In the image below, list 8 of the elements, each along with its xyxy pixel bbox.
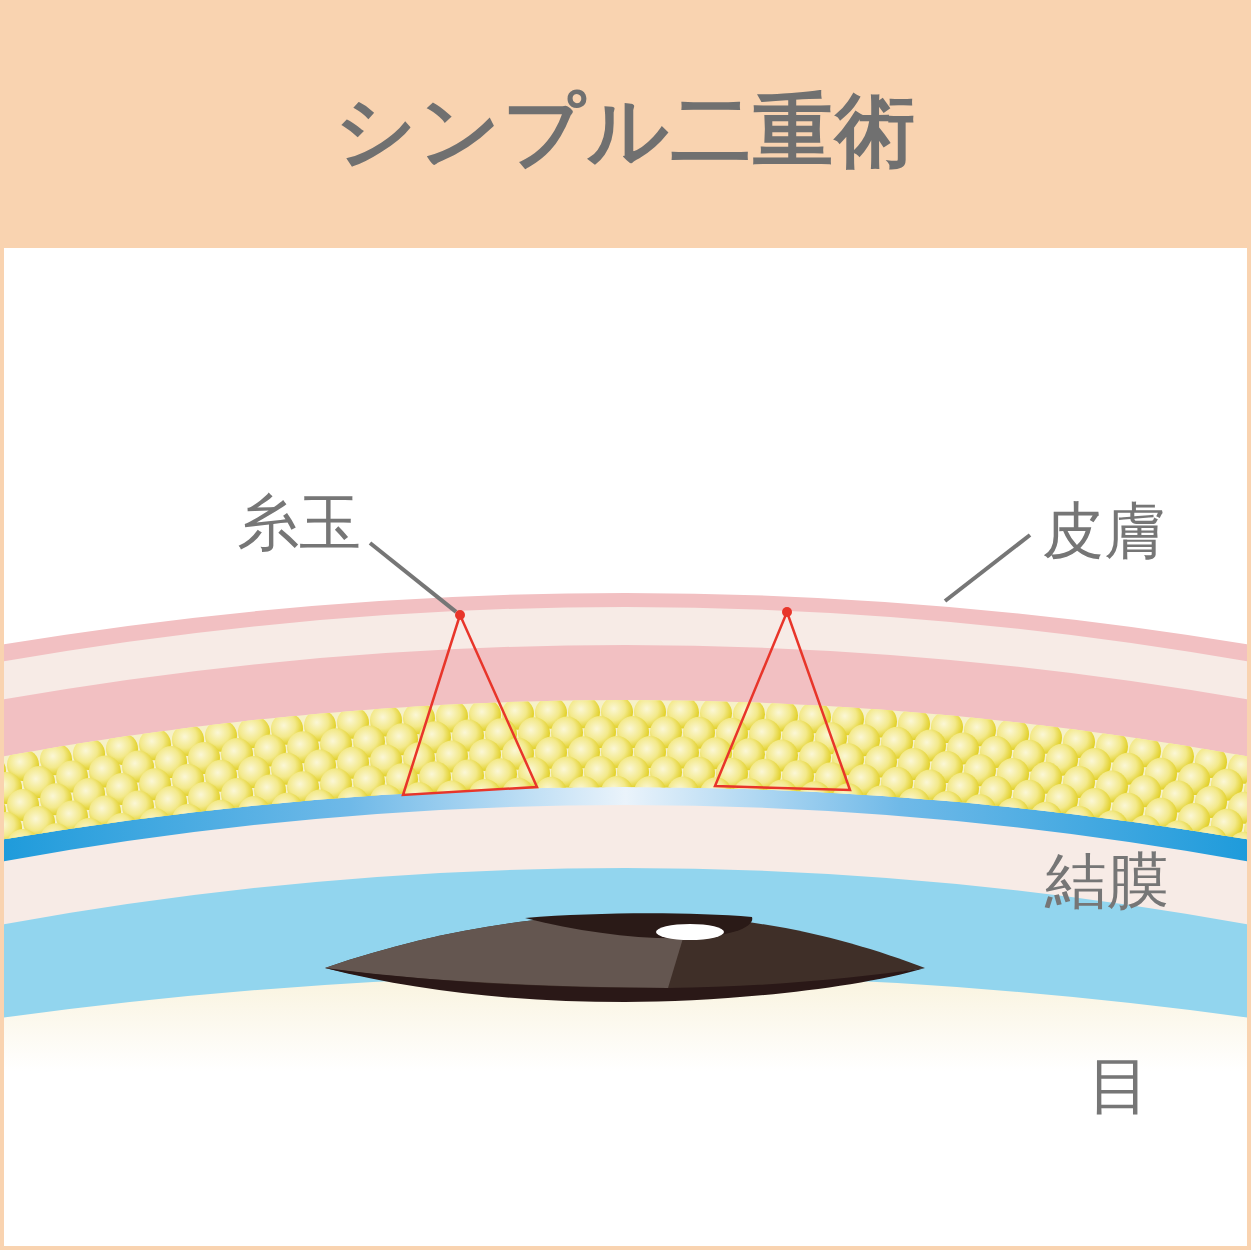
leader-line — [368, 541, 458, 614]
title-text: シンプル二重術 — [334, 83, 917, 179]
leader-line — [943, 533, 1032, 603]
part-label: 目 — [1088, 1055, 1150, 1117]
part-label: 結膜 — [1045, 850, 1169, 912]
part-label: 皮膚 — [1042, 500, 1166, 562]
knot-dot — [455, 610, 465, 620]
part-label: 糸玉 — [237, 492, 361, 554]
